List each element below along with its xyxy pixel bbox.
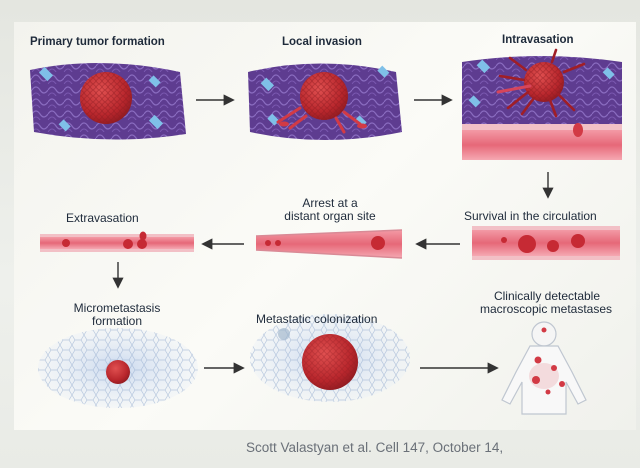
extravasation-illustration	[40, 231, 194, 252]
circulation-illustration	[472, 226, 620, 260]
label-extravasation: Extravasation	[66, 211, 139, 225]
label-metastatic-colonization: Metastatic colonization	[256, 312, 378, 326]
label-arrest-line2: distant organ site	[284, 209, 376, 223]
label-micrometastasis-line1: Micrometastasis	[73, 301, 161, 315]
micrometastasis-illustration	[38, 328, 198, 408]
label-clinical-line1: Clinically detectable	[493, 289, 601, 303]
intravasation-illustration	[462, 48, 622, 160]
label-local-invasion: Local invasion	[282, 36, 362, 48]
colonization-illustration	[250, 314, 410, 402]
label-micrometastasis-line2: formation	[91, 314, 143, 328]
label-clinical-line2: macroscopic metastases	[479, 302, 613, 316]
flow-arrows	[112, 94, 554, 374]
label-primary-tumor: Primary tumor formation	[30, 36, 165, 48]
citation-text: Scott Valastyan et al. Cell 147, October…	[246, 440, 504, 455]
arrest-illustration	[255, 229, 403, 259]
human-body-illustration	[501, 321, 587, 415]
primary-tumor-illustration	[30, 62, 186, 140]
label-intravasation: Intravasation	[502, 34, 574, 46]
label-survival-circulation: Survival in the circulation	[464, 209, 597, 223]
label-arrest-line1: Arrest at a	[302, 196, 358, 210]
local-invasion-illustration	[248, 63, 402, 140]
